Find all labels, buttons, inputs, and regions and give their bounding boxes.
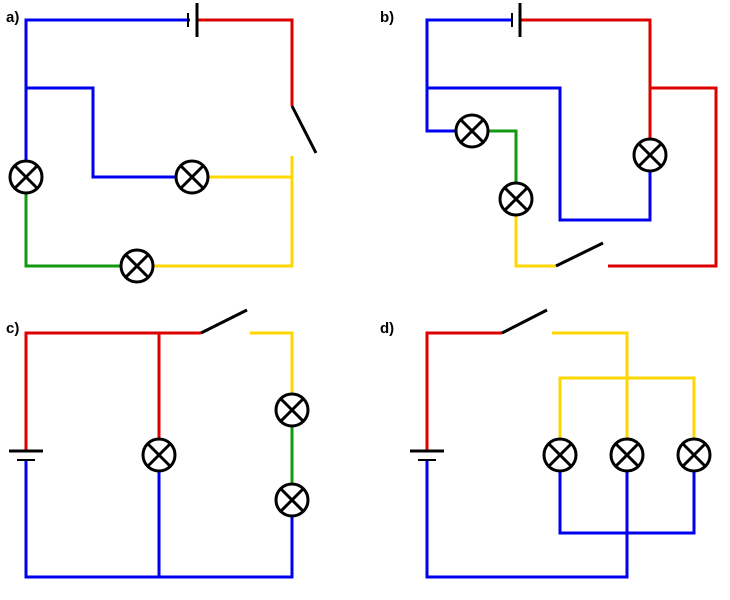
lamp-icon [274,392,310,428]
lamp-icon [8,159,44,195]
lamp-icon [119,248,155,284]
panel-label-b: b) [380,9,394,26]
lamp-icon [141,437,177,473]
wire-blue-d-main [425,460,629,579]
lamp-icon [174,159,210,195]
wire-red-d [425,331,502,450]
wire-blue-a-inner [26,86,175,179]
panel-c: c) [6,308,310,579]
switch-icon [555,241,604,268]
switch-icon [200,308,248,335]
lamp-icon [498,181,534,217]
battery-icon [9,449,43,461]
wire-red-b-inner [519,18,652,138]
wire-yellow-b [514,215,556,268]
wires-a [24,18,294,268]
wires-c [24,331,294,579]
lamp-icon [542,437,578,473]
wire-red-a [196,18,294,106]
switch-icon [501,308,548,335]
battery-icon [187,3,199,37]
wire-yellow-a-outer [154,156,294,268]
wire-green-a [24,194,120,268]
wire-blue-b-inner [427,86,652,222]
wire-yellow-c [250,331,294,393]
wire-blue-b-outer [425,18,512,133]
wires-b [425,18,718,268]
lamp-icon [454,113,490,149]
panel-d: d) [380,308,712,579]
wire-yellow-d-main [552,331,629,438]
lamp-icon [274,482,310,518]
wire-red-b-outer [608,86,718,268]
wire-yellow-d-bus [558,376,696,438]
panel-label-d: d) [380,320,394,337]
panel-a: a) [6,3,318,284]
wire-green-b [488,129,518,183]
panel-label-a: a) [6,9,19,26]
panel-label-c: c) [6,320,19,337]
lamp-icon [676,437,712,473]
wire-blue-d-bus [558,472,696,535]
wire-red-c-outer [24,331,201,450]
battery-icon [410,449,444,461]
wire-blue-a-outer [24,18,190,177]
lamp-icon [609,437,645,473]
battery-icon [511,3,522,37]
lamp-icon [632,137,668,173]
panel-b: b) [380,3,718,268]
switch-icon [290,105,318,154]
wires-d [425,331,696,579]
